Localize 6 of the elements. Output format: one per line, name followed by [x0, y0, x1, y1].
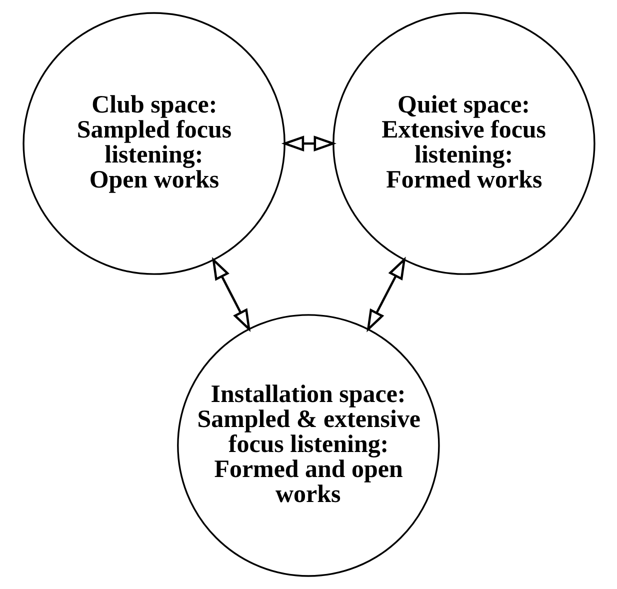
arrow — [211, 257, 250, 332]
node-circle: Club space: Sampled focus listening: Open works — [22, 12, 285, 275]
node-circle: Quiet space: Extensive focus listening: Formed works — [332, 12, 595, 275]
arrow — [366, 256, 406, 332]
arrow — [280, 136, 336, 152]
node-circle: Installation space: Sampled & extensive focus listening: Formed and open works — [176, 314, 440, 577]
